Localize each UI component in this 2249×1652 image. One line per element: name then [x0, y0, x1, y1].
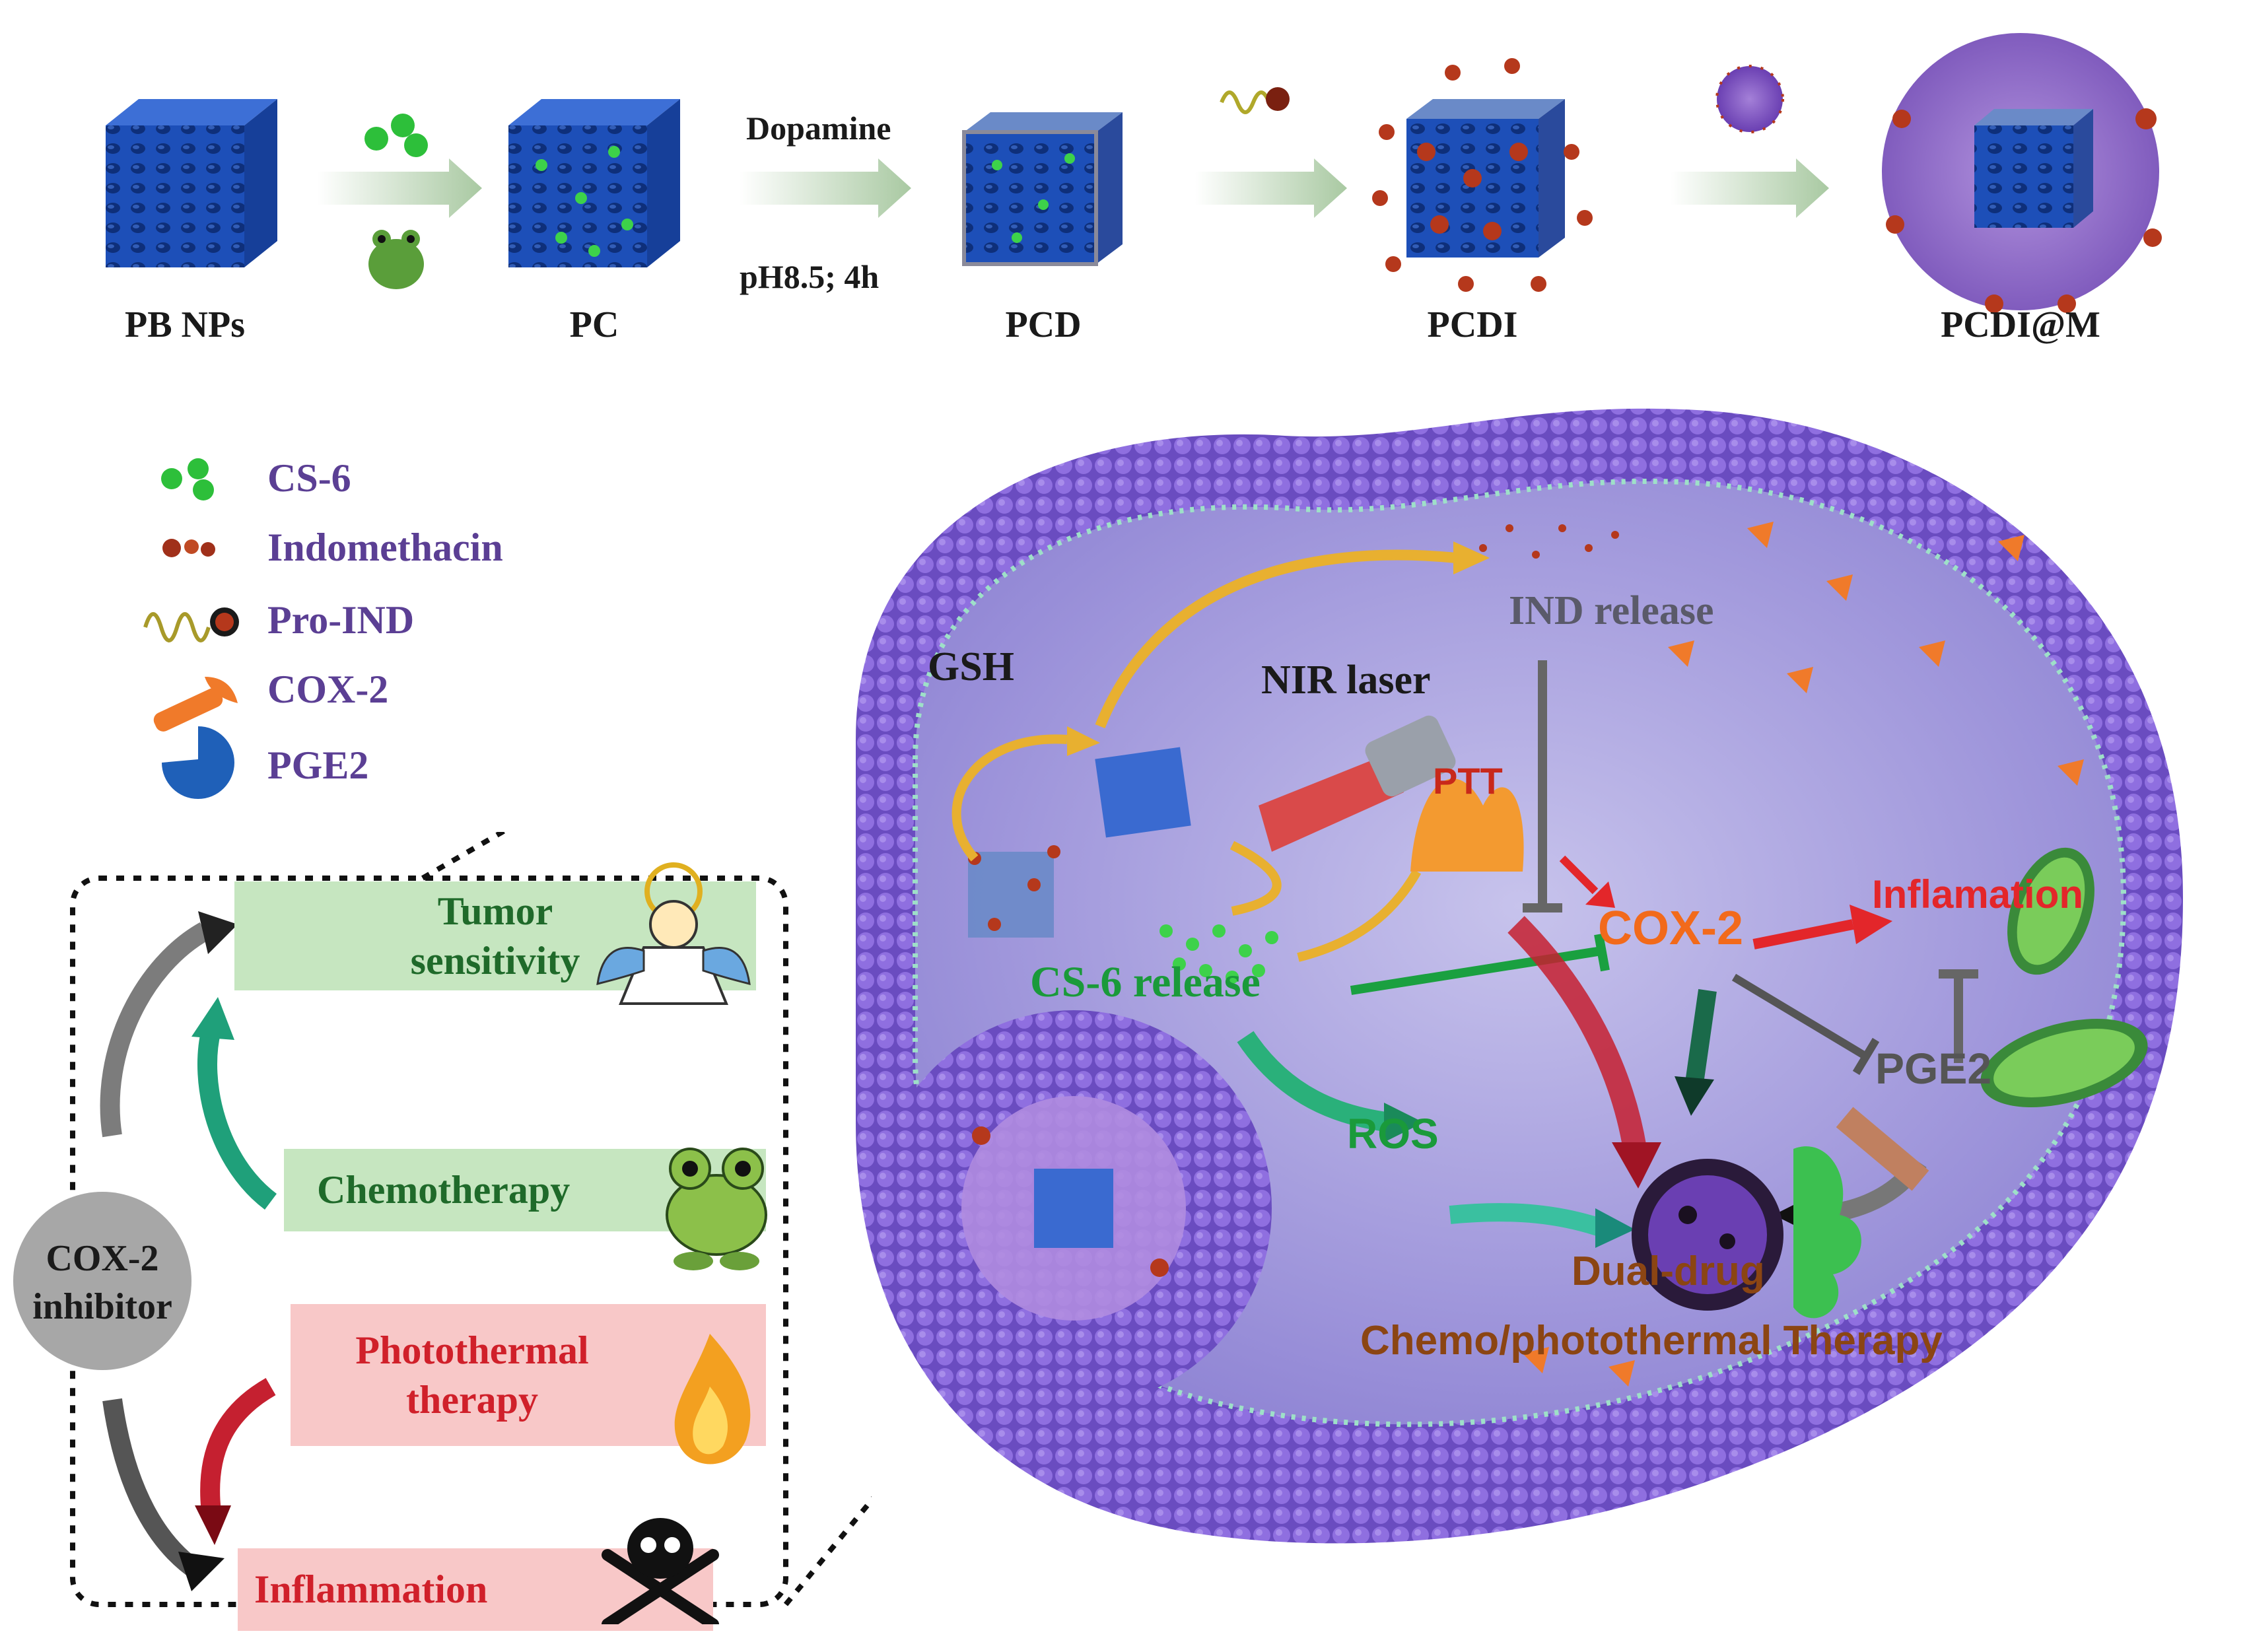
cs6-release-label: CS-6 release: [1030, 958, 1261, 1006]
frog-icon: [368, 230, 424, 289]
legend-pge2: PGE2: [267, 743, 369, 787]
legend-cox2: COX-2: [267, 668, 389, 711]
pcd-cube: [962, 112, 1123, 266]
legend-pro-ind: Pro-IND: [267, 598, 415, 642]
angel-icon: [596, 862, 751, 1005]
inflamation-label: Inflamation: [1872, 872, 2084, 916]
pcdi-m-particle: [1882, 33, 2162, 313]
chemo-photothermal-label: Chemo/photothermal Therapy: [1360, 1318, 1943, 1363]
nir-laser-label: NIR laser: [1261, 658, 1431, 703]
ptt-line2: therapy: [406, 1377, 538, 1422]
pb-nanoparticle-cube: [106, 99, 277, 267]
ind-release-label: IND release: [1509, 588, 1714, 633]
chemotherapy-label: Chemotherapy: [317, 1168, 571, 1212]
legend-indomethacin: Indomethacin: [267, 526, 503, 569]
cox2-inhibitor-label: COX-2 inhibitor: [13, 1235, 191, 1331]
ptt-label: PTT: [1433, 760, 1503, 802]
step-label-pcd: PCD: [1005, 304, 1082, 345]
tumor-line2: sensitivity: [410, 938, 580, 982]
step-label-pcdi: PCDI: [1427, 304, 1518, 345]
inflammation-label: Inflammation: [254, 1567, 488, 1611]
pipeline-arrow: [740, 158, 911, 218]
frog-icon: [666, 1148, 767, 1270]
step-label-pb-nps: PB NPs: [125, 304, 245, 345]
pro-ind-icon: [1220, 87, 1290, 114]
pipeline-graphics: [106, 33, 2162, 313]
tumor-line1: Tumor: [437, 889, 553, 933]
ros-label: ROS: [1347, 1110, 1439, 1157]
legend-icons: [143, 458, 239, 799]
pipeline-arrow: [1671, 158, 1829, 218]
membrane-vesicle-icon: [1715, 65, 1784, 133]
ptt-line1: Photothermal: [355, 1328, 589, 1372]
cox2-inhibitor-line1: COX-2: [46, 1238, 159, 1279]
fire-icon: [674, 1334, 751, 1464]
indomethacin-legend-icon: [162, 539, 215, 557]
step-label-pc: PC: [569, 304, 619, 345]
cell-illustration: [856, 408, 2183, 1544]
left-panel-frame: [13, 832, 872, 1607]
pge2-cell-label: PGE2: [1875, 1044, 1992, 1093]
cs6-legend-icon: [161, 458, 214, 500]
pipeline-arrow: [317, 158, 482, 218]
cs6-drug-icon: [364, 114, 428, 157]
pge2-legend-icon: [162, 726, 234, 799]
skull-crossbones-icon: [602, 1518, 719, 1624]
pro-ind-legend-icon: [143, 607, 239, 642]
condition-label: pH8.5; 4h: [740, 258, 880, 295]
cox2-legend-icon: [153, 677, 238, 732]
pc-cube: [508, 99, 680, 267]
dopamine-label: Dopamine: [746, 110, 891, 147]
dual-drug-label: Dual-drug: [1572, 1249, 1765, 1294]
pipeline-arrow: [1195, 158, 1347, 218]
cox2-inhibitor-line2: inhibitor: [32, 1286, 172, 1327]
step-label-pcdi-m: PCDI@M: [1941, 304, 2100, 345]
left-panel-icons: [596, 862, 767, 1624]
gsh-label: GSH: [928, 644, 1014, 689]
legend-cs6: CS-6: [267, 456, 351, 500]
pcdi-particle: [1372, 58, 1593, 292]
cox2-cell-label: COX-2: [1598, 902, 1744, 955]
